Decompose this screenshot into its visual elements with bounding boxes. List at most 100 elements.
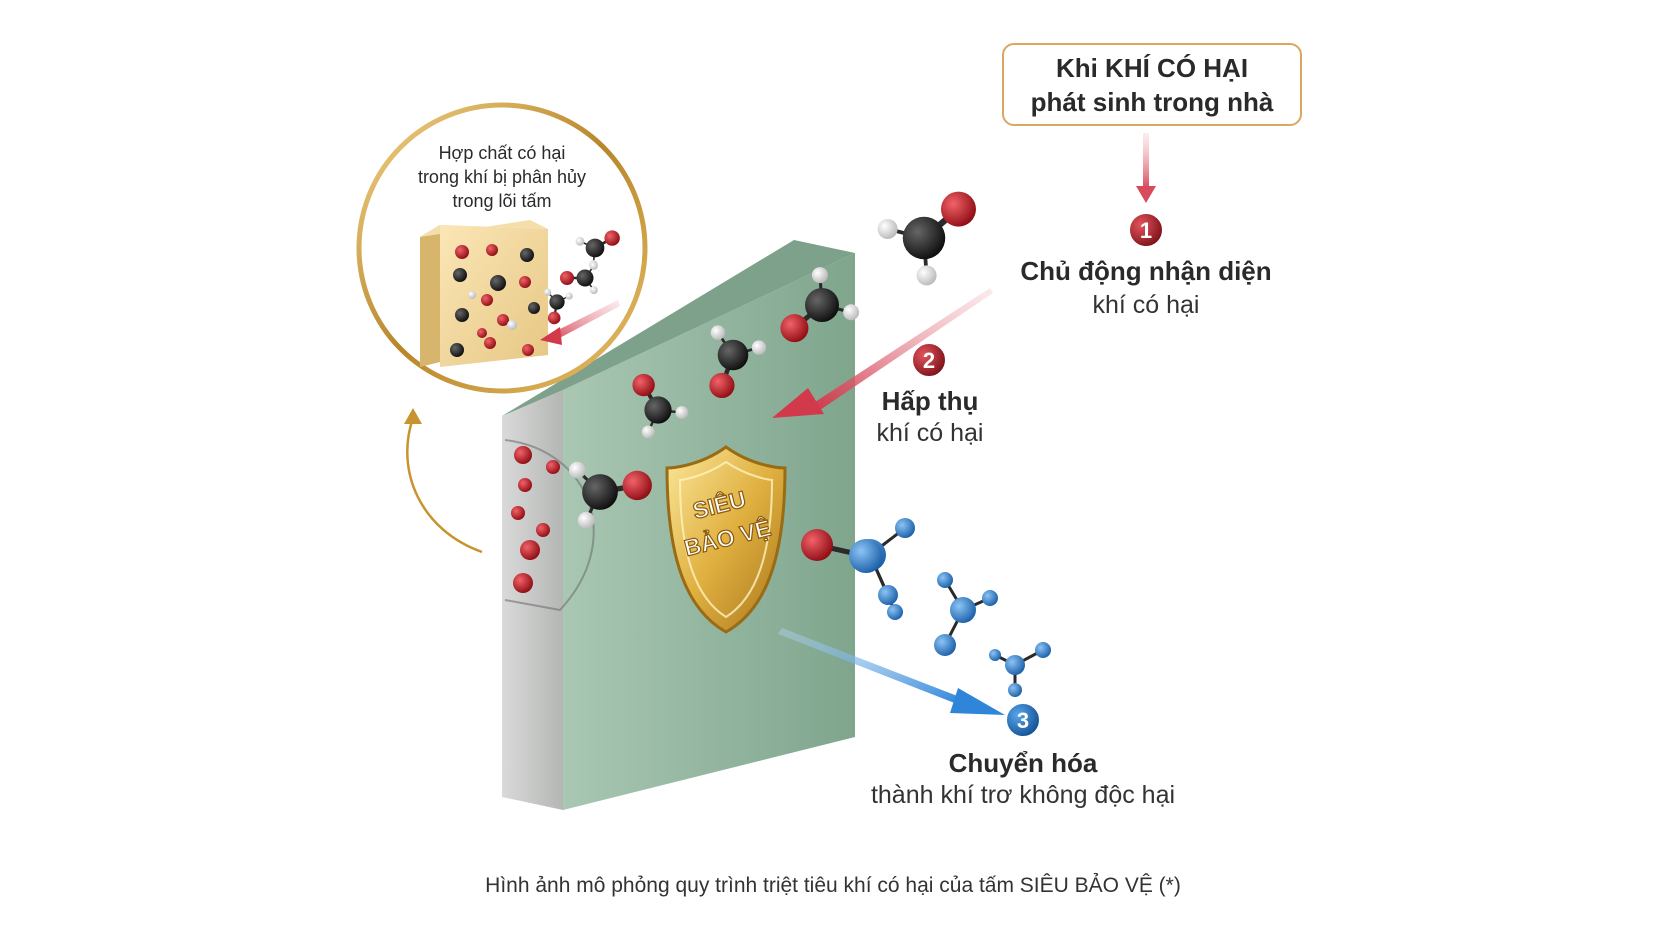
step-badge-1-number: 1 (1140, 218, 1152, 243)
step-1-subtitle: khí có hại (1092, 291, 1200, 319)
hydrogen-atom (544, 288, 552, 296)
molecule-layer (450, 191, 1051, 697)
nitrogen-atom (895, 518, 915, 538)
oxygen-atom (709, 372, 735, 399)
core-atom (507, 320, 517, 330)
oxygen-atom (560, 271, 574, 285)
core-atom (497, 314, 509, 326)
step-3-title: Chuyển hóa (948, 748, 1098, 778)
hydrogen-atom (641, 425, 655, 439)
hydrogen-atom (589, 261, 598, 270)
core-block-side (420, 225, 440, 367)
core-atom (481, 294, 493, 306)
carbon-atom (585, 238, 605, 258)
core-atom (484, 337, 496, 349)
hydrogen-atom (577, 511, 595, 529)
carbon-atom (902, 216, 946, 260)
oxygen-atom (546, 460, 560, 474)
nitrogen-atom (1035, 642, 1051, 658)
nitrogen-atom (1005, 655, 1025, 675)
core-atom (455, 308, 469, 322)
oxygen-atom (547, 311, 561, 325)
nitrogen-atom (937, 572, 953, 588)
zoom-curve-arrow (406, 417, 483, 554)
nitrogen-atom (878, 585, 898, 605)
nitrogen-atom (950, 597, 976, 623)
carbon-atom (576, 269, 594, 287)
step-3-subtitle: thành khí trơ không độc hại (870, 781, 1176, 809)
convert-arrowhead (950, 688, 1005, 715)
oxygen-atom (514, 446, 532, 464)
absorb-arrowhead (772, 388, 824, 418)
absorb-arrow (815, 288, 993, 410)
oxygen-atom (801, 529, 833, 561)
step-badge-1: 1 (1128, 212, 1164, 248)
zoom-caption-line3: trong lõi tấm (452, 191, 552, 211)
board-side (502, 390, 563, 810)
oxygen-atom (513, 573, 533, 593)
shield-icon (665, 445, 787, 634)
zoom-red-arrow (548, 300, 620, 342)
board-top (502, 240, 855, 416)
oxygen-atom (604, 230, 620, 246)
core-atom (486, 244, 498, 256)
oxygen-atom (632, 373, 655, 397)
nitrogen-atom (1008, 683, 1022, 697)
hydrogen-atom (675, 406, 689, 419)
step-2-subtitle: khí có hại (876, 419, 984, 447)
trigger-title-line2: phát sinh trong nhà (1030, 86, 1274, 117)
trigger-title-line1: Khi KHÍ CÓ HẠI (1055, 52, 1249, 83)
core-atom (519, 276, 531, 288)
core-atom (468, 291, 476, 299)
oxygen-atom (622, 470, 652, 501)
nitrogen-atom (934, 634, 956, 656)
zoom-circle (356, 102, 648, 394)
carbon-atom (717, 339, 749, 371)
core-atom (453, 268, 467, 282)
nitrogen-atom (849, 539, 883, 573)
zoom-red-arrowhead (540, 327, 562, 345)
zoom-curve-arrowhead (404, 408, 422, 424)
nitrogen-atom (982, 590, 998, 606)
carbon-atom (644, 396, 672, 424)
core-atom (490, 275, 506, 291)
hydrogen-atom (568, 461, 586, 479)
trigger-title-box: Khi KHÍ CÓ HẠI phát sinh trong nhà (1002, 43, 1302, 126)
hydrogen-atom (589, 286, 598, 295)
oxygen-atom (518, 478, 532, 492)
hydrogen-atom (710, 325, 726, 340)
core-atom (528, 302, 540, 314)
zoom-caption-line1: Hợp chất có hại (438, 143, 566, 163)
core-atom (520, 248, 534, 262)
down-arrowhead (1136, 186, 1156, 203)
oxygen-atom (940, 191, 976, 227)
hydrogen-atom (565, 292, 573, 300)
carbon-atom (549, 294, 565, 310)
step-2-text: Hấp thụ khí có hại (830, 386, 1030, 448)
hydrogen-atom (811, 267, 828, 284)
zoom-caption: Hợp chất có hại trong khí bị phân hủy tr… (392, 141, 612, 213)
hydrogen-atom (916, 265, 937, 286)
down-arrow (1143, 133, 1149, 188)
core-atom (450, 343, 464, 357)
step-2-title: Hấp thụ (881, 386, 979, 416)
nitrogen-atom (887, 604, 903, 620)
nitrogen-atom (989, 649, 1001, 661)
core-block-top (420, 220, 548, 237)
step-1-text: Chủ động nhận diện khí có hại (1000, 256, 1292, 320)
hydrogen-atom (575, 236, 585, 246)
hydrogen-atom (843, 304, 860, 321)
step-3-text: Chuyển hóa thành khí trơ không độc hại (823, 748, 1223, 810)
carbon-atom (582, 474, 618, 510)
core-atom (477, 328, 487, 338)
zoom-caption-line2: trong khí bị phân hủy (417, 167, 587, 187)
step-badge-3: 3 (1005, 702, 1041, 738)
oxygen-atom (520, 540, 540, 560)
hydrogen-atom (877, 218, 898, 239)
hydrogen-atom (751, 340, 767, 355)
carbon-atom (805, 288, 839, 322)
oxygen-atom (511, 506, 525, 520)
oxygen-atom (780, 314, 809, 343)
core-atom (522, 344, 534, 356)
